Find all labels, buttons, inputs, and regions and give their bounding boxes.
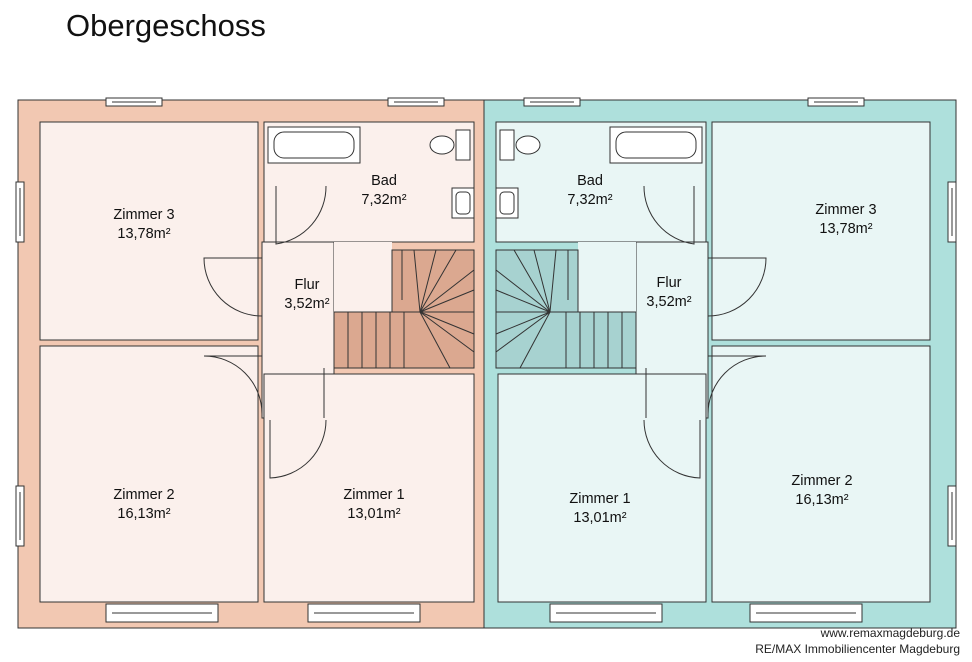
left-zimmer3-name: Zimmer 3 [113,207,174,223]
left-zimmer1-name: Zimmer 1 [343,487,404,503]
right-staircase [495,249,637,369]
right-zimmer3-room [711,121,931,341]
right-toilet [499,129,541,161]
left-zimmer2-room [39,345,259,603]
window-left-bottom-1 [105,603,219,623]
left-bad-name: Bad [371,173,397,189]
window-left-top-1 [105,97,163,107]
left-doors [203,185,327,479]
window-left-top-2 [387,97,445,107]
credit-company: RE/MAX Immobiliencenter Magdeburg [755,642,960,656]
right-bad-name: Bad [577,173,603,189]
left-zimmer2-area: 16,13m² [117,506,170,522]
window-right-bottom-2 [749,603,863,623]
right-zimmer2-name: Zimmer 2 [791,473,852,489]
credit-url: www.remaxmagdeburg.de [820,626,960,640]
right-bathtub [609,126,703,164]
right-zimmer2-area: 16,13m² [795,492,848,508]
left-flur-area: 3,52m² [284,296,329,312]
left-toilet [429,129,471,161]
left-sink [451,187,475,219]
right-zimmer1-room [497,373,707,603]
right-doors [643,185,767,479]
right-zimmer2-room [711,345,931,603]
left-flur-name: Flur [295,277,320,293]
left-zimmer3-area: 13,78m² [117,226,170,242]
right-zimmer3-name: Zimmer 3 [815,202,876,218]
left-zimmer1-area: 13,01m² [347,506,400,522]
right-zimmer1-area: 13,01m² [573,510,626,526]
right-flur-name: Flur [657,275,682,291]
plan-title: Obergeschoss [66,8,266,43]
right-bad-area: 7,32m² [567,192,612,208]
window-right-bottom-1 [549,603,663,623]
window-left-side-2 [15,485,25,547]
room-labels: Zimmer 3 13,78m² Bad 7,32m² Flur 3,52m² … [113,173,876,526]
window-right-top-1 [523,97,581,107]
window-left-side-1 [15,181,25,243]
left-unit [39,121,475,603]
window-right-side-1 [947,181,957,243]
window-left-bottom-2 [307,603,421,623]
right-sink [495,187,519,219]
windows [15,97,957,623]
left-staircase [333,249,475,369]
window-right-top-2 [807,97,865,107]
right-flur-area: 3,52m² [646,294,691,310]
right-unit [495,121,931,603]
left-zimmer2-name: Zimmer 2 [113,487,174,503]
window-right-side-2 [947,485,957,547]
right-flur-extension [578,242,636,312]
right-zimmer1-name: Zimmer 1 [569,491,630,507]
left-zimmer1-room [263,373,475,603]
left-zimmer3-room [39,121,259,341]
left-bathtub [267,126,361,164]
left-bad-area: 7,32m² [361,192,406,208]
right-zimmer3-area: 13,78m² [819,221,872,237]
left-flur-extension [334,242,392,312]
